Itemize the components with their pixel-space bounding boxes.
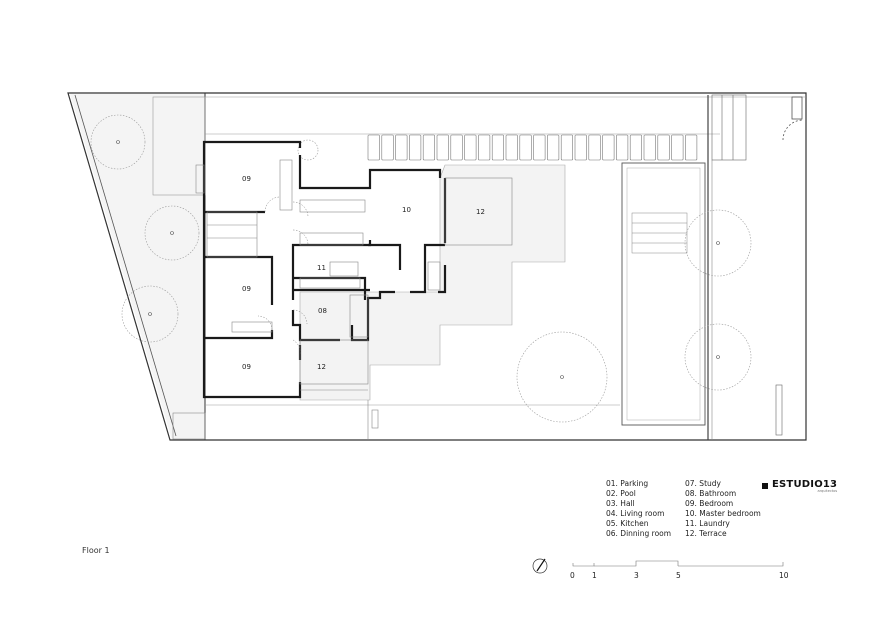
logo-mark bbox=[762, 483, 768, 489]
pool bbox=[621, 162, 706, 426]
legend-item: 07. Study bbox=[685, 479, 721, 488]
logo-name: ESTUDIO13 bbox=[772, 479, 838, 490]
parking-stall bbox=[629, 134, 643, 161]
stairs-right bbox=[711, 94, 747, 161]
room-label-master-bedroom: 10 bbox=[402, 206, 411, 214]
gate-right bbox=[782, 96, 804, 141]
parking-stalls bbox=[367, 134, 698, 161]
legend-item: 08. Bathroom bbox=[685, 489, 737, 498]
right-wall bbox=[775, 384, 783, 436]
parking-stall bbox=[685, 134, 698, 161]
scale-tick-0: 0 bbox=[570, 571, 575, 580]
parking-stall bbox=[381, 134, 394, 161]
tree-trunks bbox=[116, 140, 720, 379]
scale-tick-5: 5 bbox=[676, 571, 681, 580]
parking-stall bbox=[643, 134, 656, 161]
parking-stall bbox=[409, 134, 422, 161]
legend-item: 03. Hall bbox=[606, 499, 635, 508]
scale-tick-10: 10 bbox=[779, 571, 789, 580]
pool-steps bbox=[631, 212, 688, 254]
legend-item: 10. Master bedroom bbox=[685, 509, 761, 518]
legend-item: 06. Dinning room bbox=[606, 529, 672, 538]
site-inner-edge bbox=[74, 94, 177, 437]
parking-stall bbox=[464, 134, 477, 161]
legend-item: 12. Terrace bbox=[685, 529, 727, 538]
parking-stall bbox=[450, 134, 463, 161]
garden-area bbox=[70, 94, 205, 440]
trees bbox=[90, 114, 752, 423]
parking-stall bbox=[367, 134, 380, 161]
room-label-bedroom-bottom: 09 bbox=[242, 363, 251, 371]
room-label-terrace-lower: 12 bbox=[317, 363, 326, 371]
legend-column-2: 07. Study 08. Bathroom 09. Bedroom 10. M… bbox=[685, 479, 761, 539]
legend-item: 05. Kitchen bbox=[606, 519, 649, 528]
scale-tick-3: 3 bbox=[634, 571, 639, 580]
room-label-terrace-upper: 12 bbox=[476, 208, 485, 216]
room-label-bedroom-top: 09 bbox=[242, 175, 251, 183]
parking-stall bbox=[671, 134, 684, 161]
legend-column-1: 01. Parking 02. Pool 03. Hall 04. Living… bbox=[606, 479, 671, 539]
room-label-laundry: 11 bbox=[317, 264, 326, 272]
parking-stall bbox=[547, 134, 560, 161]
legend-item: 09. Bedroom bbox=[685, 499, 734, 508]
legend-item: 02. Pool bbox=[606, 489, 636, 498]
logo-subtitle: arquitectos bbox=[817, 489, 838, 493]
parking-stall bbox=[533, 134, 546, 161]
parking-stall bbox=[574, 134, 587, 161]
legend-item: 11. Laundry bbox=[685, 519, 730, 528]
legend-item: 01. Parking bbox=[606, 479, 649, 488]
door-swings bbox=[257, 196, 309, 356]
studio-logo: ESTUDIO13 arquitectos bbox=[762, 479, 838, 493]
scale-bar bbox=[572, 560, 784, 567]
room-label-bedroom-mid: 09 bbox=[242, 285, 251, 293]
parking-stall bbox=[657, 134, 670, 161]
legend-item: 04. Living room bbox=[606, 509, 665, 518]
parking-stall bbox=[588, 134, 601, 161]
parking-stall bbox=[436, 134, 449, 161]
floor-title: Floor 1 bbox=[82, 546, 110, 555]
parking-stall bbox=[616, 134, 629, 161]
north-arrow-icon bbox=[532, 558, 548, 574]
parking-stall bbox=[491, 134, 505, 161]
site-outline bbox=[67, 92, 807, 441]
parking-stall bbox=[560, 134, 574, 161]
scale-tick-1: 1 bbox=[592, 571, 597, 580]
room-label-bathroom: 08 bbox=[318, 307, 327, 315]
parking-stall bbox=[602, 134, 615, 161]
parking-stall bbox=[519, 134, 532, 161]
pool-inner bbox=[626, 167, 701, 421]
interior-lines bbox=[172, 159, 513, 440]
parking-stall bbox=[478, 134, 491, 161]
parking-stall bbox=[505, 134, 518, 161]
parking-stall bbox=[422, 134, 436, 161]
parking-stall bbox=[395, 134, 408, 161]
